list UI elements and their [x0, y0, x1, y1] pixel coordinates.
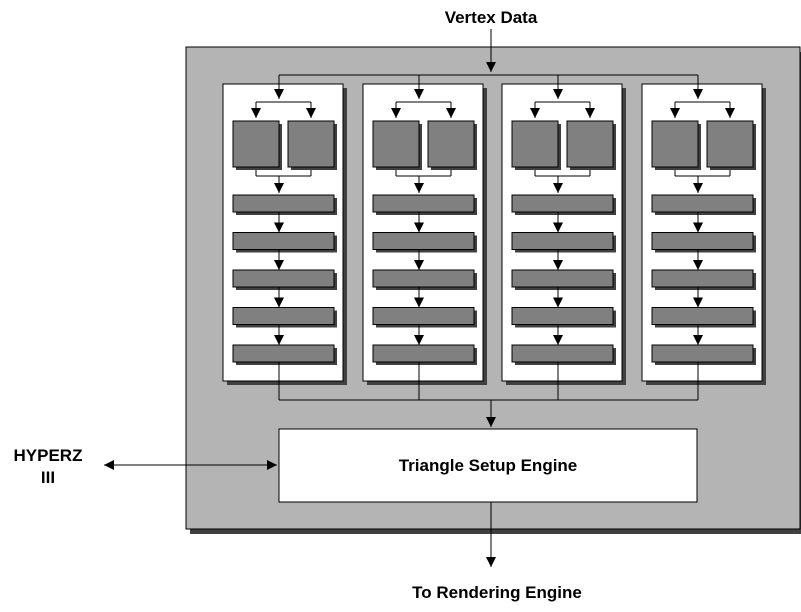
pipeline-stage — [651, 307, 754, 325]
pipeline-stage — [232, 344, 335, 363]
processing-unit — [651, 120, 699, 168]
pipeline-stage — [651, 232, 754, 250]
pipeline-stage — [511, 344, 614, 363]
vertex-pipelines — [222, 75, 766, 400]
setup-engine-box — [278, 428, 698, 503]
pipeline-stage — [372, 344, 475, 363]
processing-unit — [706, 120, 754, 168]
pipeline-stage — [651, 194, 754, 213]
processing-unit — [372, 120, 420, 168]
pipeline-stage — [372, 194, 475, 213]
hyperz-label: HYPERZ — [14, 446, 83, 465]
pipeline-stage — [511, 307, 614, 325]
pipeline-stage — [372, 307, 475, 325]
pipeline-stage — [372, 232, 475, 250]
pipeline-stage — [511, 232, 614, 250]
processing-unit — [511, 120, 559, 168]
pipeline-stage — [232, 307, 335, 325]
vertex-data-label: Vertex Data — [445, 8, 538, 27]
pipeline-stage — [232, 232, 335, 250]
pipeline-stage — [511, 194, 614, 213]
pipeline-stage — [651, 344, 754, 363]
pipeline-stage — [372, 269, 475, 288]
pipeline-stage — [232, 269, 335, 288]
pipeline-stage — [511, 269, 614, 288]
processing-unit — [427, 120, 475, 168]
processing-unit — [566, 120, 614, 168]
processing-unit — [232, 120, 280, 168]
pipeline-stage — [232, 194, 335, 213]
hyperz-label-sub: III — [41, 468, 55, 487]
setup-engine-label: Triangle Setup Engine — [399, 456, 578, 475]
rendering-engine-label: To Rendering Engine — [412, 583, 582, 602]
pipeline-stage — [651, 269, 754, 288]
processing-unit — [287, 120, 335, 168]
